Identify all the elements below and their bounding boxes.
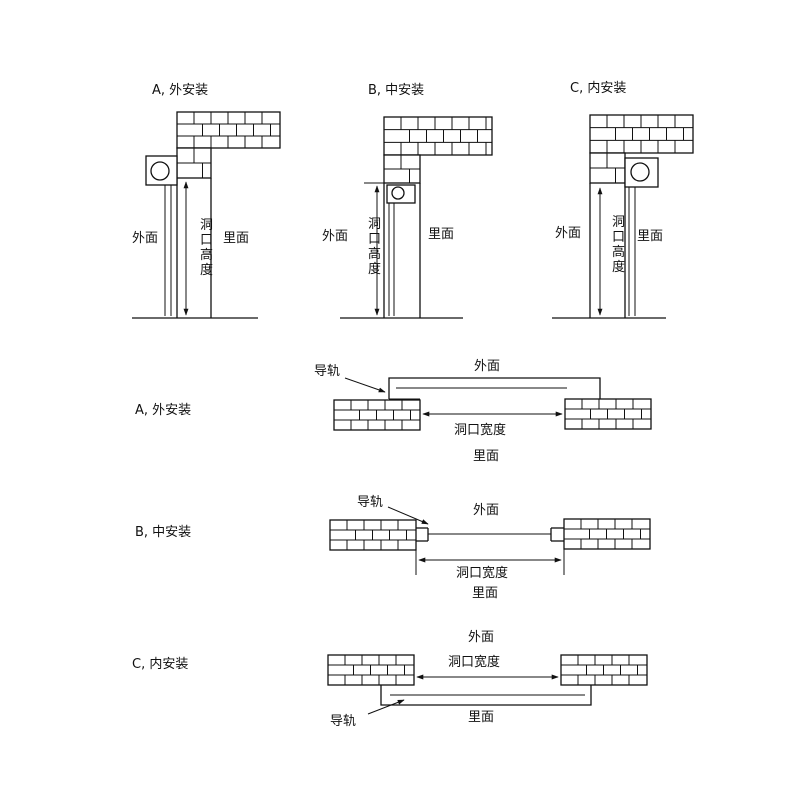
right-wall-bricks bbox=[564, 398, 652, 430]
row-a-rail-label: 导轨 bbox=[314, 364, 340, 379]
panel-c-dimension-label: 洞口高度 bbox=[612, 215, 625, 275]
row-b-heading: B, 中安装 bbox=[135, 525, 191, 540]
panel-b-inside-label: 里面 bbox=[428, 227, 454, 242]
right-wall-bricks bbox=[563, 518, 651, 550]
row-a-inside-label: 里面 bbox=[473, 449, 499, 464]
rail-pointer-arrow bbox=[387, 506, 429, 525]
row-c-rail-label: 导轨 bbox=[330, 714, 356, 729]
panel-b-heading: B, 中安装 bbox=[368, 83, 424, 98]
vertical-panel-c: C, 内安装 洞口高度 外面 里面 bbox=[552, 80, 694, 319]
panel-a-wall bbox=[176, 111, 281, 318]
row-c-dimension-label: 洞口宽度 bbox=[448, 654, 500, 670]
panel-b-wall bbox=[383, 116, 493, 318]
lintel-brick-block bbox=[383, 116, 493, 156]
row-a-heading: A, 外安装 bbox=[135, 403, 191, 418]
panel-c-heading: C, 内安装 bbox=[570, 80, 626, 96]
panel-a-outside-label: 外面 bbox=[132, 231, 158, 246]
left-wall-bricks bbox=[333, 399, 421, 431]
guide-rail bbox=[164, 185, 172, 316]
row-b-dimension-label: 洞口宽度 bbox=[456, 565, 508, 581]
left-wall-bricks bbox=[327, 654, 415, 686]
row-b-outside-label: 外面 bbox=[473, 503, 499, 518]
guide-rail-bracket bbox=[380, 684, 592, 706]
right-wall-bricks bbox=[560, 654, 648, 686]
panel-c-outside-label: 外面 bbox=[555, 226, 581, 241]
panel-b-dimension-label: 洞口高度 bbox=[368, 217, 381, 277]
roller-box bbox=[624, 157, 659, 188]
panel-a-dimension-label: 洞口高度 bbox=[200, 218, 213, 278]
wall-brick-column bbox=[589, 152, 626, 184]
row-b-rail-label: 导轨 bbox=[357, 495, 383, 510]
lintel-brick-block bbox=[589, 114, 694, 154]
guide-rail-bracket bbox=[416, 527, 564, 542]
panel-c-inside-label: 里面 bbox=[637, 229, 663, 244]
roller-box bbox=[145, 155, 178, 186]
plan-row-a: A, 外安装 导轨 外面 洞口宽度 里面 bbox=[135, 359, 652, 464]
row-a-dimension-label: 洞口宽度 bbox=[454, 422, 506, 438]
guide-rail bbox=[388, 203, 395, 316]
plan-row-c: C, 内安装 导轨 外面 洞口宽度 里面 bbox=[132, 630, 648, 729]
left-wall-bricks bbox=[329, 519, 417, 551]
row-c-heading: C, 内安装 bbox=[132, 656, 188, 672]
guide-rail bbox=[628, 187, 636, 316]
panel-c-wall bbox=[589, 114, 694, 318]
roller-box bbox=[386, 184, 416, 204]
rail-pointer-arrow bbox=[344, 377, 386, 393]
panel-b-outside-label: 外面 bbox=[322, 229, 348, 244]
lintel-brick-block bbox=[176, 111, 281, 149]
vertical-panel-a: A, 外安装 洞口高度 外面 里面 bbox=[132, 83, 281, 319]
wall-brick-column bbox=[383, 154, 421, 184]
plan-row-b: B, 中安装 导轨 外面 洞口宽度 里面 bbox=[135, 495, 651, 601]
panel-a-heading: A, 外安装 bbox=[152, 83, 208, 98]
row-c-inside-label: 里面 bbox=[468, 710, 494, 725]
wall-brick-column bbox=[176, 147, 212, 179]
rail-pointer-arrow bbox=[367, 699, 405, 715]
row-c-outside-label: 外面 bbox=[468, 630, 494, 645]
guide-rail-bracket bbox=[388, 377, 601, 400]
panel-a-inside-label: 里面 bbox=[223, 231, 249, 246]
row-b-inside-label: 里面 bbox=[472, 586, 498, 601]
vertical-panel-b: B, 中安装 洞口高度 外面 里面 bbox=[322, 83, 493, 319]
row-a-outside-label: 外面 bbox=[474, 359, 500, 374]
